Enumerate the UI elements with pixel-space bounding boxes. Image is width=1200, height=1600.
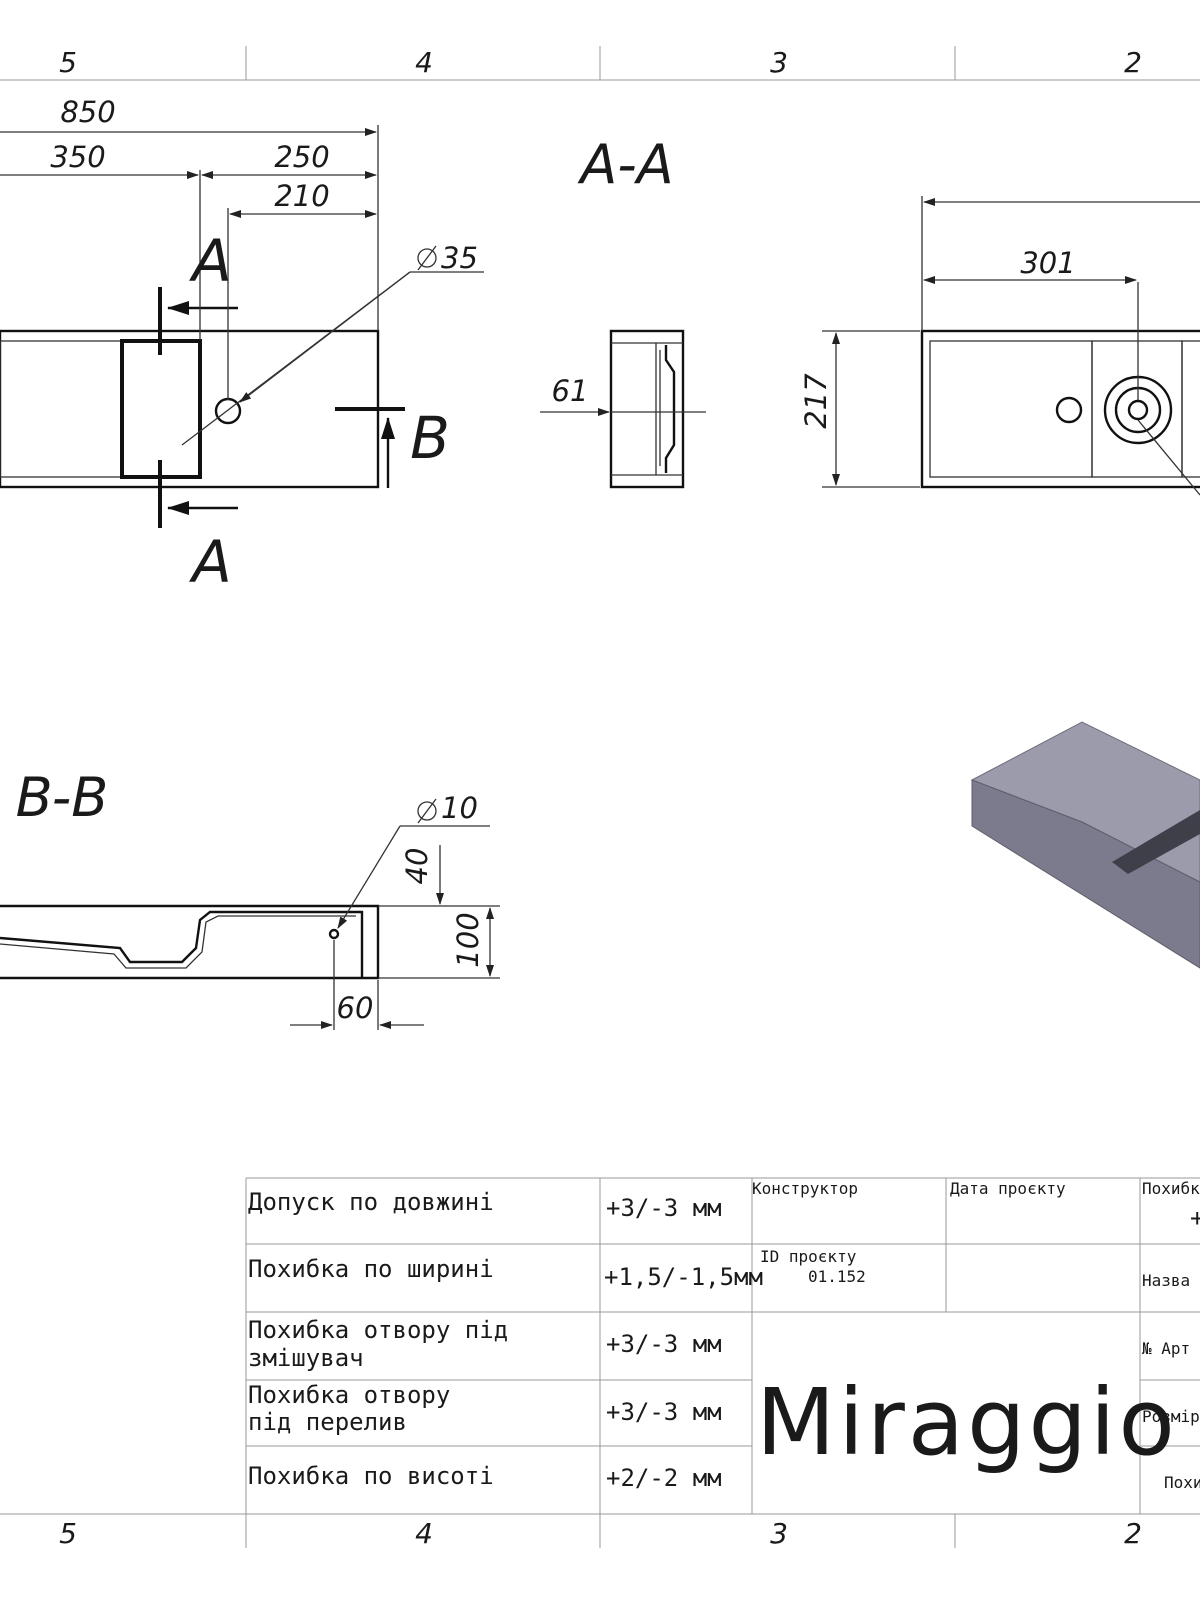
section-a-view	[540, 329, 706, 489]
dim-basin-height: 100	[451, 912, 485, 967]
tolerance-value: +3/-3 мм	[606, 1194, 722, 1222]
zone-label-bottom-5: 5	[59, 1517, 77, 1550]
size-label: Розмір	[1142, 1407, 1200, 1426]
dim-overflow-depth: 40	[400, 848, 434, 885]
designer-label: Конструктор	[752, 1179, 858, 1198]
dim-overflow-offset: 60	[337, 991, 374, 1025]
isometric-render	[970, 721, 1200, 969]
product-name-label: Назва	[1142, 1271, 1190, 1290]
dim-right-view-width: 217	[799, 373, 833, 429]
plan-view	[0, 125, 484, 528]
dim-hole-offset: 210	[274, 179, 329, 213]
tolerance-label: Похибка по ширині	[248, 1255, 494, 1283]
tolerance-value: +1,5/-1,5мм	[604, 1263, 763, 1291]
project-id-label: ID проєкту	[760, 1247, 857, 1266]
zone-label-bottom-2: 2	[1124, 1517, 1142, 1550]
right-tolerance-value: +	[1190, 1204, 1200, 1232]
tolerance-value: +3/-3 мм	[606, 1398, 722, 1426]
tolerance-label-line2: під перелив	[248, 1408, 407, 1436]
article-number-label: № Арт	[1142, 1339, 1190, 1358]
dim-right-view-length: 301	[1020, 246, 1075, 280]
tolerance-value: +3/-3 мм	[606, 1330, 722, 1358]
mixer-hole	[214, 397, 242, 425]
zone-label-bottom-4: 4	[415, 1517, 433, 1550]
project-id-value: 01.152	[808, 1267, 866, 1286]
tolerance-row-mixer-hole: Похибка отвору під змішувач +3/-3 мм	[248, 1316, 722, 1372]
dim-section-a-depth: 61	[552, 374, 589, 408]
zone-label-top-4: 4	[415, 46, 433, 79]
zone-label-top-3: 3	[770, 46, 788, 79]
dim-left-length: 350	[50, 140, 105, 174]
tolerance-row-height: Похибка по висоті +2/-2 мм	[248, 1462, 722, 1492]
zone-label-bottom-3: 3	[770, 1517, 788, 1550]
tolerance-row-length: Допуск по довжині +3/-3 мм	[248, 1188, 722, 1222]
right-tolerance-label: Похибк	[1142, 1179, 1200, 1198]
section-a-title: A-A	[577, 133, 673, 196]
tolerance-label-line2: змішувач	[248, 1344, 364, 1372]
section-mark-b: B	[410, 404, 450, 472]
section-b-view	[0, 798, 500, 1030]
section-mark-a-bottom: A	[188, 528, 232, 596]
dim-hole-diameter: 35	[441, 241, 478, 275]
zone-label-top-5: 5	[59, 46, 77, 79]
zone-label-top-2: 2	[1124, 46, 1142, 79]
tolerance-label-line1: Похибка отвору під	[248, 1316, 508, 1344]
bottom-right-label: Похи	[1164, 1473, 1200, 1492]
tolerance-row-overflow-hole: Похибка отвору під перелив +3/-3 мм	[248, 1381, 722, 1436]
title-block-grid	[245, 1177, 1200, 1514]
tolerance-label: Допуск по довжині	[248, 1188, 494, 1216]
brand-logo: Miraggio	[756, 1369, 1178, 1476]
tolerance-row-width: Похибка по ширині +1,5/-1,5мм	[248, 1255, 763, 1291]
project-date-label: Дата проєкту	[950, 1179, 1066, 1198]
tolerance-value: +2/-2 мм	[606, 1464, 722, 1492]
tolerance-label: Похибка по висоті	[248, 1462, 494, 1490]
dim-right-length: 250	[274, 140, 329, 174]
dim-overall-length: 850	[60, 95, 115, 129]
right-view	[822, 196, 1200, 496]
section-b-title: B-B	[16, 766, 109, 829]
section-mark-a-top: A	[188, 227, 232, 295]
tolerance-label-line1: Похибка отвору	[248, 1381, 450, 1409]
dim-overflow-hole-diameter: 10	[441, 791, 478, 825]
